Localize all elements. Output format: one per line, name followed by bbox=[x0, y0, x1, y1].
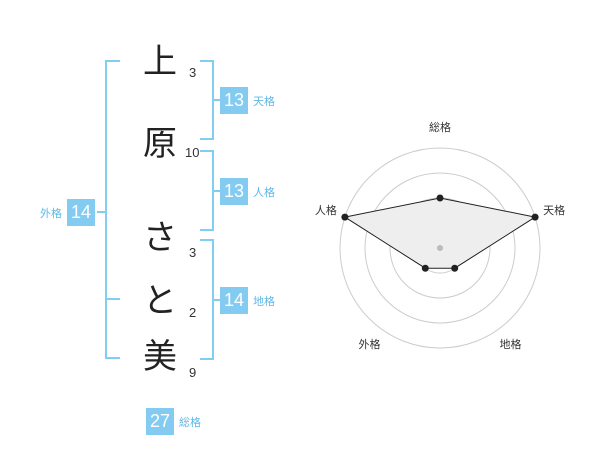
tenkaku-label: 天格 bbox=[253, 94, 275, 108]
radar-ring-3 bbox=[364, 172, 516, 324]
radar-point-1 bbox=[436, 194, 444, 202]
radar-point-4 bbox=[421, 264, 429, 272]
gaikaku-tick bbox=[97, 211, 105, 213]
radar-point-3 bbox=[451, 264, 459, 272]
stroke-count-2: 10 bbox=[185, 145, 200, 160]
radar-axis-label-2: 天格 bbox=[543, 203, 565, 217]
soukaku-label: 総格 bbox=[179, 415, 201, 429]
jinkaku-bracket bbox=[200, 150, 214, 231]
name-char-4: と bbox=[143, 281, 177, 321]
name-char-5: 美 bbox=[143, 337, 177, 377]
radar-polygon bbox=[343, 197, 537, 269]
chikaku-bracket bbox=[200, 239, 214, 360]
chikaku-label: 地格 bbox=[253, 294, 275, 308]
radar-ring-4 bbox=[339, 147, 541, 349]
stroke-count-1: 3 bbox=[189, 65, 197, 80]
stroke-count-4: 2 bbox=[189, 305, 197, 320]
radar-axis-label-1: 総格 bbox=[429, 120, 451, 134]
gaikaku-value: 14 bbox=[67, 199, 95, 226]
name-char-1: 上 bbox=[143, 42, 177, 82]
radar-center-dot bbox=[437, 245, 443, 251]
jinkaku-label: 人格 bbox=[253, 185, 275, 199]
radar-axis-label-5: 人格 bbox=[315, 203, 337, 217]
gaikaku-badge: 14 外格 bbox=[40, 199, 95, 226]
gaikaku-bracket bbox=[105, 60, 120, 359]
stroke-count-3: 3 bbox=[189, 245, 197, 260]
radar-point-2 bbox=[531, 213, 539, 221]
gaikaku-label: 外格 bbox=[40, 206, 62, 220]
name-char-3: さ bbox=[143, 218, 177, 258]
tenkaku-value: 13 bbox=[220, 87, 248, 114]
jinkaku-badge: 13 人格 bbox=[220, 178, 275, 205]
tenkaku-bracket bbox=[200, 60, 214, 140]
soukaku-value: 27 bbox=[146, 408, 174, 435]
radar-point-5 bbox=[341, 213, 349, 221]
soukaku-badge: 27 総格 bbox=[146, 408, 201, 435]
jinkaku-value: 13 bbox=[220, 178, 248, 205]
chikaku-badge: 14 地格 bbox=[220, 287, 275, 314]
chikaku-tick bbox=[214, 299, 220, 301]
radar-axis-label-4: 外格 bbox=[358, 337, 380, 351]
tenkaku-tick bbox=[214, 99, 220, 101]
jinkaku-tick bbox=[214, 190, 220, 192]
name-char-2: 原 bbox=[143, 124, 177, 164]
chikaku-value: 14 bbox=[220, 287, 248, 314]
gaikaku-bracket-divider bbox=[105, 298, 120, 300]
stroke-count-5: 9 bbox=[189, 365, 197, 380]
radar-axis-label-3: 地格 bbox=[500, 337, 522, 351]
tenkaku-badge: 13 天格 bbox=[220, 87, 275, 114]
